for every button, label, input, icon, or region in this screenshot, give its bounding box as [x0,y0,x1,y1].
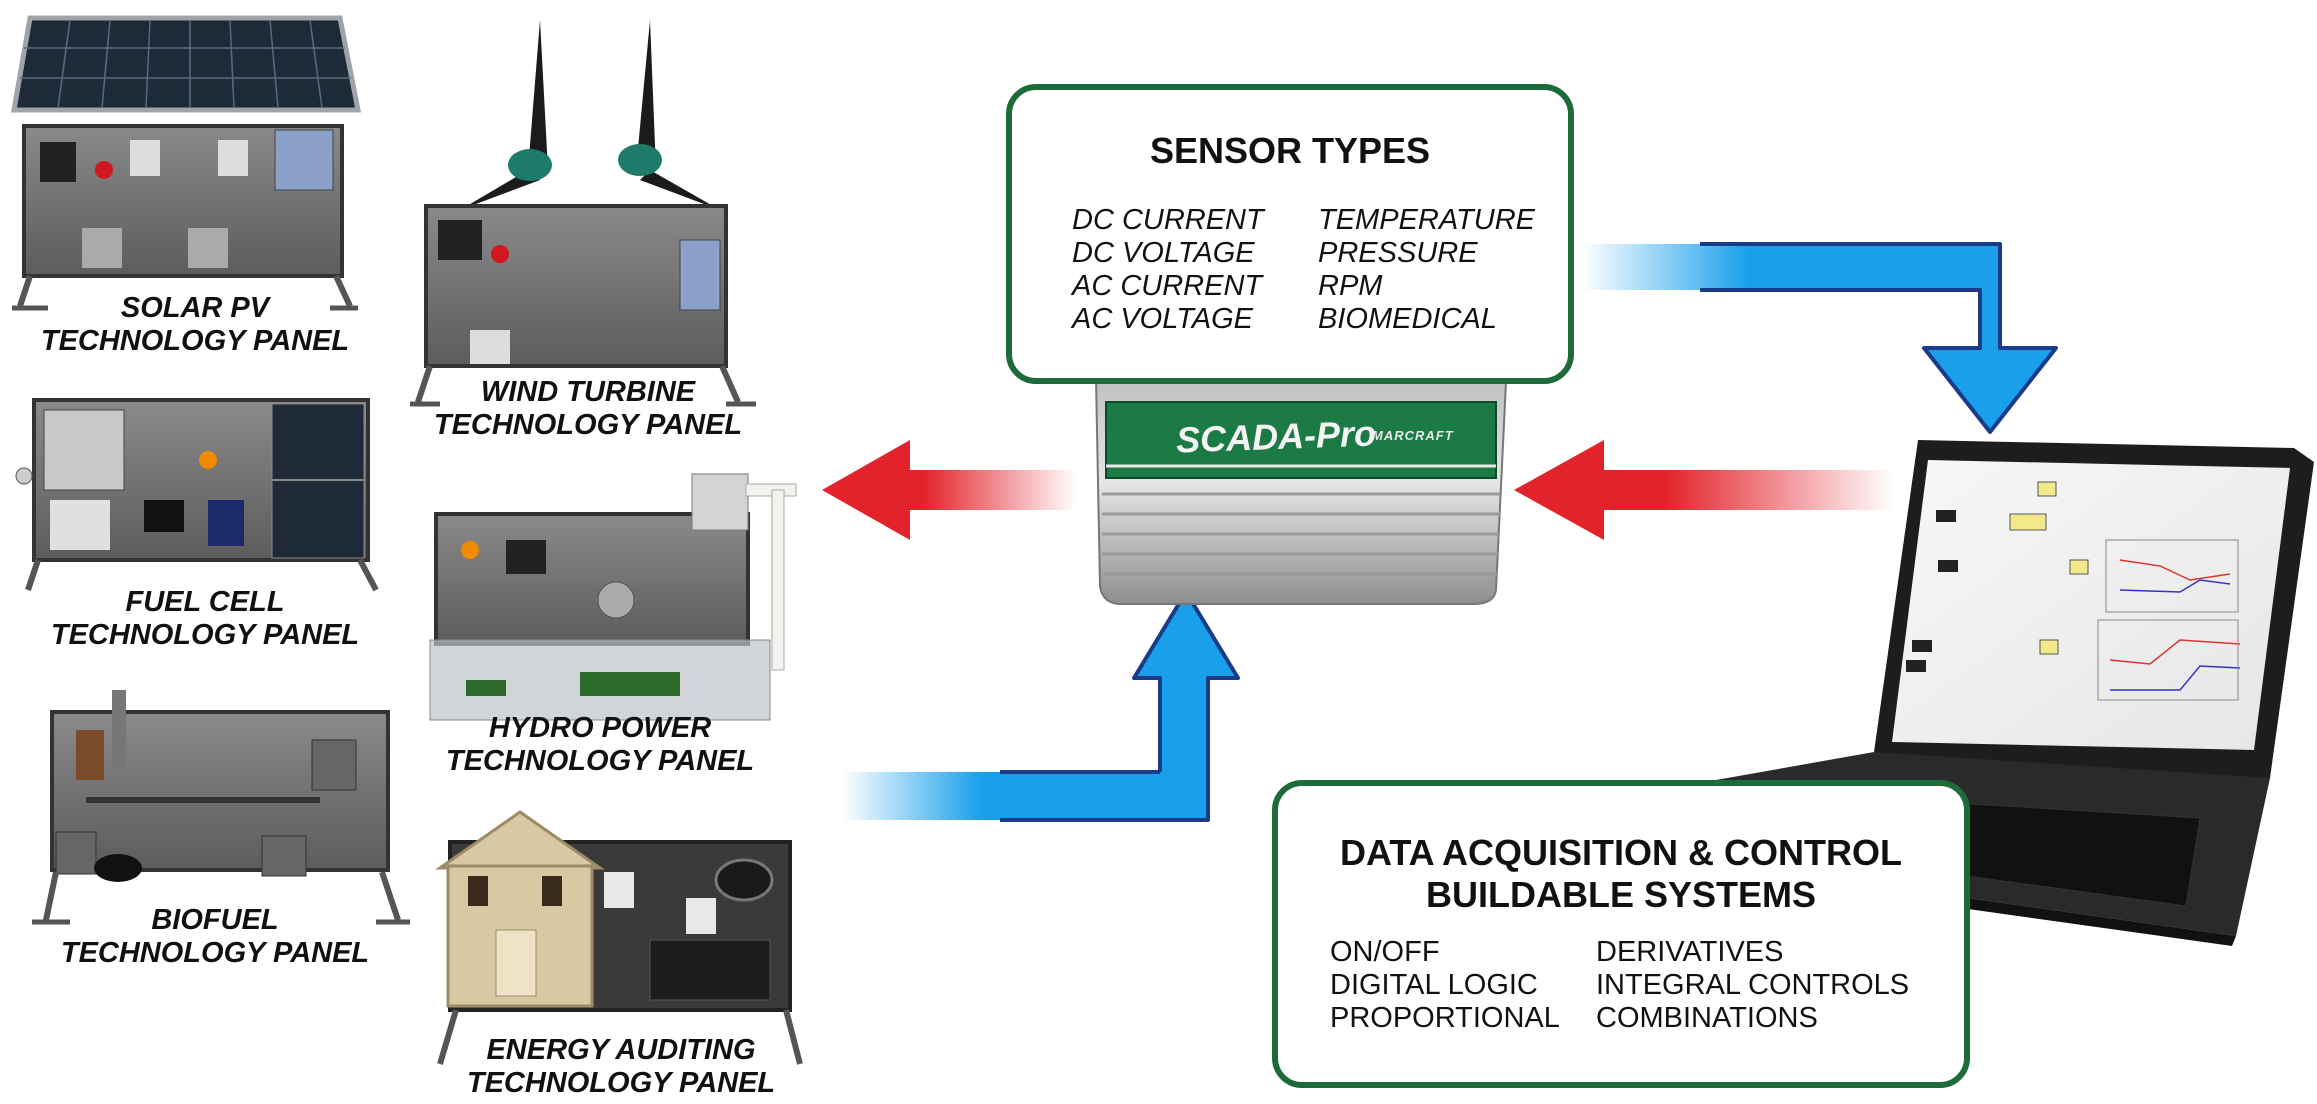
solar-pv-label-line1: SOLAR PV [120,292,270,324]
biofuel-label: BIOFUEL TECHNOLOGY PANEL [40,904,390,970]
energy-auditing-label-line1: ENERGY AUDITING [486,1034,756,1066]
daq-item: DERIVATIVES [1596,936,1784,968]
sensor-types-col2: TEMPERATURE PRESSURE RPM BIOMEDICAL [1318,204,1535,336]
biofuel-label-line1: BIOFUEL [151,904,279,936]
biofuel-panel-image [32,690,410,925]
hydro-power-label-line2: TECHNOLOGY PANEL [445,745,755,777]
red-arrow-right [1514,440,1894,540]
sensor-item: AC VOLTAGE [1072,303,1254,335]
fuel-cell-label-line2: TECHNOLOGY PANEL [50,619,360,651]
solar-pv-panel-image [11,15,362,311]
energy-auditing-label: ENERGY AUDITING TECHNOLOGY PANEL [436,1034,806,1100]
fuel-cell-panel-image [15,398,379,592]
hydro-power-label: HYDRO POWER TECHNOLOGY PANEL [420,712,780,778]
energy-auditing-label-line2: TECHNOLOGY PANEL [466,1067,776,1099]
daq-col2: DERIVATIVES INTEGRAL CONTROLS COMBINATIO… [1596,936,1909,1035]
blue-arrow-down [1582,242,2058,434]
sensor-types-title: SENSOR TYPES [1149,130,1431,171]
red-arrow-left [822,440,1076,540]
solar-pv-label: SOLAR PV TECHNOLOGY PANEL [20,292,370,358]
biofuel-label-line2: TECHNOLOGY PANEL [60,937,370,969]
data-acquisition-title-line1: DATA ACQUISITION & CONTROL [1340,832,1902,873]
sensor-item: AC CURRENT [1072,270,1263,302]
scada-pro-device [1094,359,1508,605]
daq-item: PROPORTIONAL [1330,1002,1560,1034]
solar-pv-label-line2: TECHNOLOGY PANEL [40,325,350,357]
data-acquisition-title: DATA ACQUISITION & CONTROL BUILDABLE SYS… [1278,832,1964,916]
sensor-item: BIOMEDICAL [1318,303,1497,335]
scada-pro-brand: SCADA-Pro [1175,412,1377,461]
marcraft-logo: MARCRAFT [1372,428,1454,443]
daq-item: INTEGRAL CONTROLS [1596,969,1910,1001]
daq-item: COMBINATIONS [1596,1002,1818,1034]
sensor-item: TEMPERATURE [1318,204,1535,236]
fuel-cell-label-line1: FUEL CELL [125,586,285,618]
sensor-item: DC CURRENT [1072,204,1264,236]
hydro-power-panel-image [429,473,797,721]
data-acquisition-box: DATA ACQUISITION & CONTROL BUILDABLE SYS… [1272,780,1970,1088]
sensor-item: DC VOLTAGE [1072,237,1255,269]
daq-col1: ON/OFF DIGITAL LOGIC PROPORTIONAL [1330,936,1560,1035]
fuel-cell-label: FUEL CELL TECHNOLOGY PANEL [30,586,380,652]
energy-auditing-panel-image [435,810,803,1065]
sensor-item: PRESSURE [1318,237,1478,269]
wind-turbine-label: WIND TURBINE TECHNOLOGY PANEL [408,376,768,442]
daq-item: DIGITAL LOGIC [1330,969,1538,1001]
wind-turbine-label-line2: TECHNOLOGY PANEL [433,409,743,441]
wind-turbine-label-line1: WIND TURBINE [480,376,696,408]
wind-turbine-panel-image [410,20,756,407]
daq-item: ON/OFF [1330,936,1440,968]
sensor-types-col1: DC CURRENT DC VOLTAGE AC CURRENT AC VOLT… [1072,204,1264,336]
sensor-item: RPM [1318,270,1383,302]
sensor-types-box: SENSOR TYPES DC CURRENT DC VOLTAGE AC CU… [1006,84,1574,384]
hydro-power-label-line1: HYDRO POWER [488,712,712,744]
blue-arrow-up [842,590,1240,822]
data-acquisition-title-line2: BUILDABLE SYSTEMS [1425,874,1817,915]
